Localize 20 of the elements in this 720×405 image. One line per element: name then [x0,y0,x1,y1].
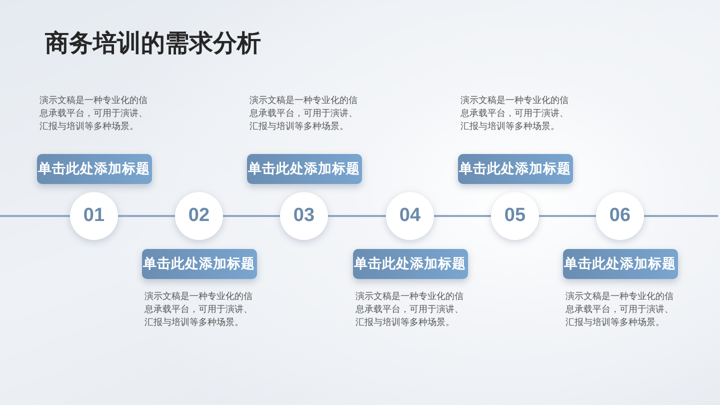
connector-line [118,215,175,217]
title-box: 单击此处添加标题 [36,154,152,184]
connector-line [328,215,386,217]
description-text: 演示文稿是一种专业化的信息承载平台，可用于演讲、汇报与培训等多种场景。 [566,290,674,329]
description-text: 演示文稿是一种专业化的信息承载平台，可用于演讲、汇报与培训等多种场景。 [40,94,148,133]
description-text: 演示文稿是一种专业化的信息承载平台，可用于演讲、汇报与培训等多种场景。 [460,94,570,133]
description-text: 演示文稿是一种专业化的信息承载平台，可用于演讲、汇报与培训等多种场景。 [144,290,254,329]
connector-line [434,215,491,217]
connector-line [0,215,70,217]
connector-line [644,215,718,217]
title-box: 单击此处添加标题 [562,249,678,279]
connector-line [223,215,280,217]
slide-title: 商务培训的需求分析 [45,32,261,56]
description-text: 演示文稿是一种专业化的信息承载平台，可用于演讲、汇报与培训等多种场景。 [356,290,464,329]
connector-line [539,215,596,217]
title-box: 单击此处添加标题 [352,249,468,279]
description-text: 演示文稿是一种专业化的信息承载平台，可用于演讲、汇报与培训等多种场景。 [250,94,358,133]
title-box: 单击此处添加标题 [458,154,572,184]
title-box: 单击此处添加标题 [246,154,362,184]
title-box: 单击此处添加标题 [142,249,256,279]
